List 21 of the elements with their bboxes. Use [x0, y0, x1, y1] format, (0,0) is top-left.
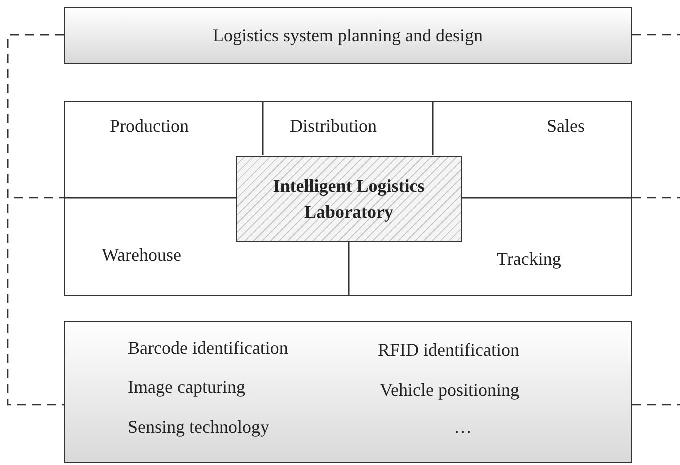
label-text: RFID identification: [378, 340, 520, 361]
label-text: Vehicle positioning: [380, 380, 520, 401]
title-text: Intelligent Logistics Laboratory: [272, 175, 426, 224]
dashed-connector: [7, 34, 64, 406]
domain-box: [64, 101, 632, 296]
label-text: Image capturing: [128, 377, 246, 398]
label-text: Barcode identification: [128, 338, 288, 359]
label-text: Logistics system planning and design: [212, 25, 484, 46]
dashed-connector: [632, 404, 680, 406]
label-text: Sensing technology: [128, 417, 270, 438]
technology-box: [64, 321, 632, 463]
label-text: Distribution: [290, 116, 378, 137]
label-text: Warehouse: [102, 245, 182, 266]
label-text: Sales: [547, 116, 585, 137]
label-text: …: [453, 417, 473, 438]
dashed-connector: [632, 197, 680, 199]
dashed-connector: [632, 34, 680, 36]
label-text: Tracking: [497, 249, 562, 270]
label-text: Production: [110, 116, 189, 137]
laboratory-box: [236, 156, 462, 242]
planning-box: [64, 7, 632, 64]
